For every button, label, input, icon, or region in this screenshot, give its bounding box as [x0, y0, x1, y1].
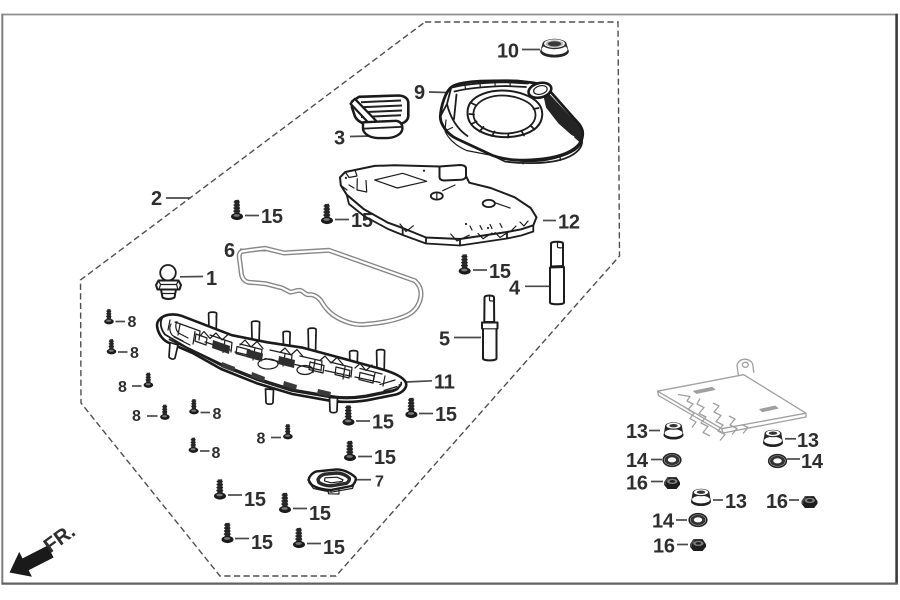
svg-text:15: 15: [309, 503, 331, 525]
svg-text:8: 8: [132, 408, 141, 425]
svg-text:15: 15: [261, 206, 283, 228]
svg-text:11: 11: [434, 372, 455, 394]
svg-text:13: 13: [626, 421, 648, 443]
svg-text:15: 15: [435, 404, 457, 426]
svg-text:15: 15: [244, 489, 266, 511]
svg-text:15: 15: [323, 537, 345, 559]
svg-text:13: 13: [797, 430, 819, 452]
svg-text:15: 15: [351, 210, 373, 232]
svg-text:8: 8: [212, 445, 221, 462]
svg-text:8: 8: [213, 406, 222, 423]
svg-text:8: 8: [118, 379, 127, 396]
svg-text:10: 10: [497, 41, 519, 63]
svg-text:5: 5: [439, 329, 450, 351]
svg-text:8: 8: [128, 314, 137, 331]
svg-text:9: 9: [414, 82, 425, 104]
svg-text:2: 2: [151, 188, 162, 210]
svg-text:15: 15: [372, 412, 394, 434]
svg-text:8: 8: [130, 345, 139, 362]
svg-text:1: 1: [206, 268, 217, 290]
svg-text:3: 3: [334, 128, 345, 150]
svg-text:14: 14: [801, 451, 824, 473]
svg-text:15: 15: [489, 261, 511, 283]
svg-text:7: 7: [375, 474, 384, 491]
svg-text:4: 4: [509, 278, 521, 300]
svg-text:6: 6: [224, 240, 235, 262]
svg-text:14: 14: [626, 450, 649, 472]
svg-text:15: 15: [251, 532, 273, 554]
svg-text:13: 13: [725, 491, 747, 513]
svg-text:15: 15: [374, 447, 396, 469]
svg-text:16: 16: [766, 491, 788, 513]
svg-text:16: 16: [626, 473, 648, 495]
svg-text:8: 8: [257, 431, 266, 448]
svg-text:12: 12: [558, 212, 580, 234]
svg-text:16: 16: [653, 536, 675, 558]
svg-text:14: 14: [652, 511, 675, 533]
